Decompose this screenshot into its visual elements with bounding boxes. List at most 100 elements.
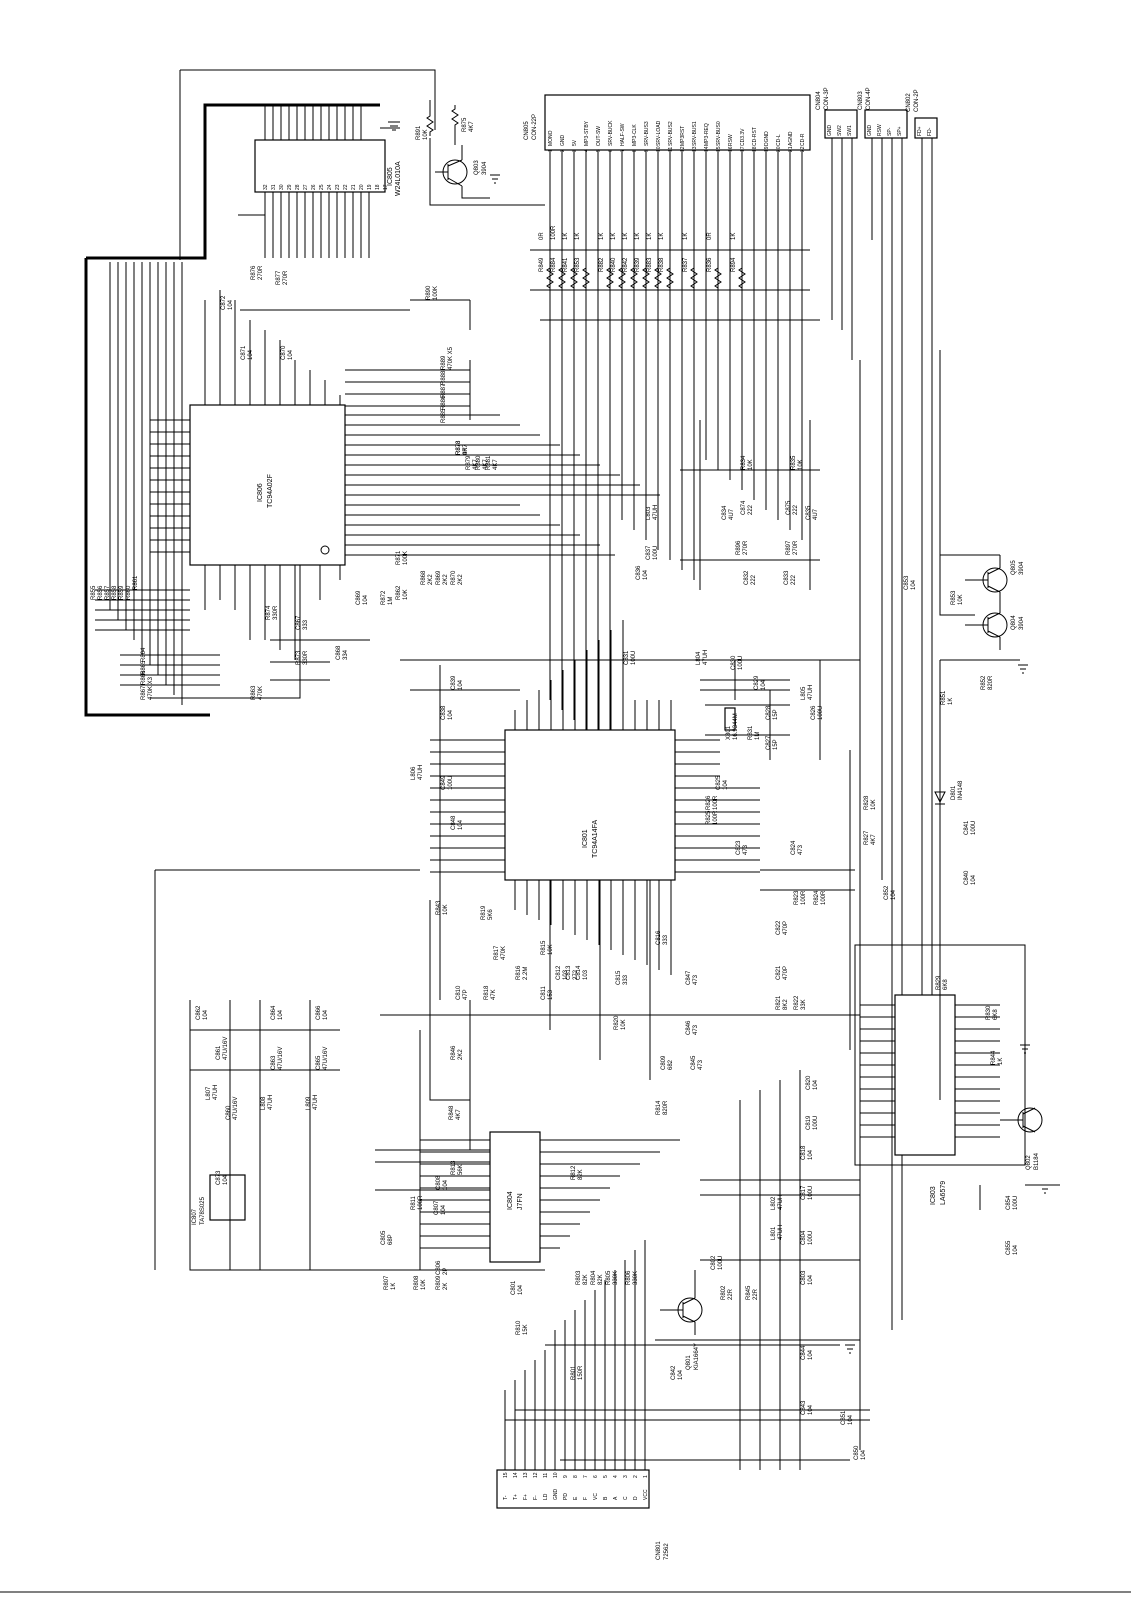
cn801-pin-number: 14	[513, 1472, 519, 1478]
component-ref-c819: C819	[806, 1115, 812, 1130]
component-value-c810: 47P	[463, 989, 469, 1000]
component-value-c870: 104	[288, 349, 294, 360]
cn804-ref: CN804	[816, 91, 822, 110]
component-ref-r820: R820	[614, 1015, 620, 1030]
ic803-ref: IC803	[930, 1186, 937, 1205]
component-ref-c847: C847	[686, 970, 692, 985]
component-ref-r814: R814	[656, 1100, 662, 1115]
component-ref-c818: C818	[801, 1145, 807, 1160]
component-ref-c875: C875	[786, 500, 792, 515]
component-ref-c806: C806	[436, 1260, 442, 1275]
component-ref-r879: R879	[466, 455, 472, 470]
component-ref-c817: C817	[801, 1185, 807, 1200]
cn801-pin-label: VCC	[643, 1489, 649, 1500]
resistor-r894	[738, 267, 746, 289]
component-value-c836: 104	[643, 569, 649, 580]
component-value-l806: 47UH	[418, 765, 424, 780]
component-ref-l805: L805	[801, 686, 807, 700]
component-value-c853: 104	[911, 579, 917, 590]
resistor-ref: R884	[551, 257, 557, 272]
component-value-r801: 150R	[578, 1365, 584, 1380]
cn805-pin-label: CD3.3V	[740, 128, 746, 146]
cn805-type: CON-22P	[532, 114, 538, 140]
component-value-r881: 4K7	[493, 459, 499, 470]
resistor-ref: R837	[683, 257, 689, 272]
cn801-pin-label: LD	[543, 1493, 549, 1500]
cn805-pin-number: 22	[800, 146, 806, 152]
component-ref-r897: R897	[786, 540, 792, 555]
component-ref-r829: R829	[936, 975, 942, 990]
cn805-pin-label: SRV-BUS2	[668, 121, 674, 146]
cn801-pin-label: F+	[523, 1494, 529, 1500]
ic806-right-lines	[204, 290, 660, 681]
component-ref-c823: C823	[736, 840, 742, 855]
component-ref-c845: C845	[691, 1055, 697, 1070]
component-value-c826: 100U	[818, 706, 824, 720]
component-ref-r802: R802	[721, 1285, 727, 1300]
cn801-type: 72562	[664, 1543, 670, 1560]
cn805-pin-number: 11	[668, 147, 674, 152]
resistor-value: 1K	[611, 233, 617, 240]
component-value-c854: 100U	[1013, 1196, 1019, 1210]
component-ref-r822: R822	[794, 995, 800, 1010]
component-ref-c868: C868	[336, 645, 342, 660]
connector-pin-label: GND	[827, 125, 833, 137]
component-value-r874: 330R	[273, 605, 279, 620]
connector-pin-label: RSW	[877, 124, 883, 136]
resistor-ref: R841	[563, 257, 569, 272]
component-value-r870: 2K2	[458, 574, 464, 585]
cn805-pin-label: CD-L	[776, 134, 782, 146]
ic805-pin-number: 28	[295, 184, 301, 190]
cn805-pin-label: MP3-REQ	[704, 123, 710, 146]
component-ref-l803: L803	[646, 506, 652, 520]
component-ref-r869: R869	[436, 570, 442, 585]
component-value-c818: 104	[808, 1149, 814, 1160]
component-ref-c864: C864	[271, 1005, 277, 1020]
component-value-c843: 104	[808, 1404, 814, 1415]
component-value-r816: 2.2M	[523, 967, 529, 980]
component-value-c855: 104	[1013, 1244, 1019, 1255]
cn805-ref: CN805	[524, 121, 530, 140]
component-value-c812: 103	[563, 969, 569, 980]
resistor-ref: R882	[599, 257, 605, 272]
resistor-value: 1K	[575, 233, 581, 240]
ic805-pin-number: 29	[287, 184, 293, 190]
component-value-r827: 4K7	[871, 834, 877, 845]
component-value-l807: 47UH	[213, 1085, 219, 1100]
ic805-pin-number: 17	[383, 184, 389, 190]
ic801-part: TC94A14FA	[592, 820, 599, 858]
component-ref-c824: C824	[791, 840, 797, 855]
component-ref-c873: C873	[216, 1170, 222, 1185]
component-ref-c822: C822	[776, 920, 782, 935]
cn801-pin-number: 12	[533, 1472, 539, 1478]
component-value-c803: 104	[808, 1274, 814, 1285]
component-value-c819: 100U	[813, 1116, 819, 1130]
resistor-r838	[666, 267, 674, 289]
component-value-r844: 1K	[998, 1058, 1004, 1065]
ic805-pin-number: 30	[279, 184, 285, 190]
component-value-r862: 10K	[403, 589, 409, 600]
cn805-pin-label: SRV-BUCK	[608, 120, 614, 146]
component-ref-c821: C821	[776, 965, 782, 980]
connector-pin-label: SW2	[837, 125, 843, 136]
cn805-pin-label: SRV-BUS1	[692, 121, 698, 146]
component-value-r811: 100R	[418, 1195, 424, 1210]
component-ref-r857: R857	[105, 585, 111, 600]
cn805-pin-label: GND	[560, 135, 566, 147]
component-ref-r872: R872	[381, 590, 387, 605]
component-ref-c826: C826	[811, 705, 817, 720]
component-value-r828: 10K	[871, 799, 877, 810]
cn805-pin-number: 1	[548, 149, 554, 152]
ground-symbols	[388, 121, 1050, 1354]
cn805-pin-number: 5	[596, 149, 602, 152]
component-ref-c862: C862	[196, 1005, 202, 1020]
component-ref-c803: C803	[801, 1270, 807, 1285]
q801-part: KIA1664Y	[694, 1343, 700, 1370]
component-ref-r858: R858	[112, 585, 118, 600]
cn803-ref: CN803	[858, 91, 864, 110]
component-ref-c815: C815	[616, 970, 622, 985]
component-value-r805: 330K	[613, 1271, 619, 1285]
component-ref-c833: C833	[784, 570, 790, 585]
component-value-r817: 470K	[501, 946, 507, 960]
